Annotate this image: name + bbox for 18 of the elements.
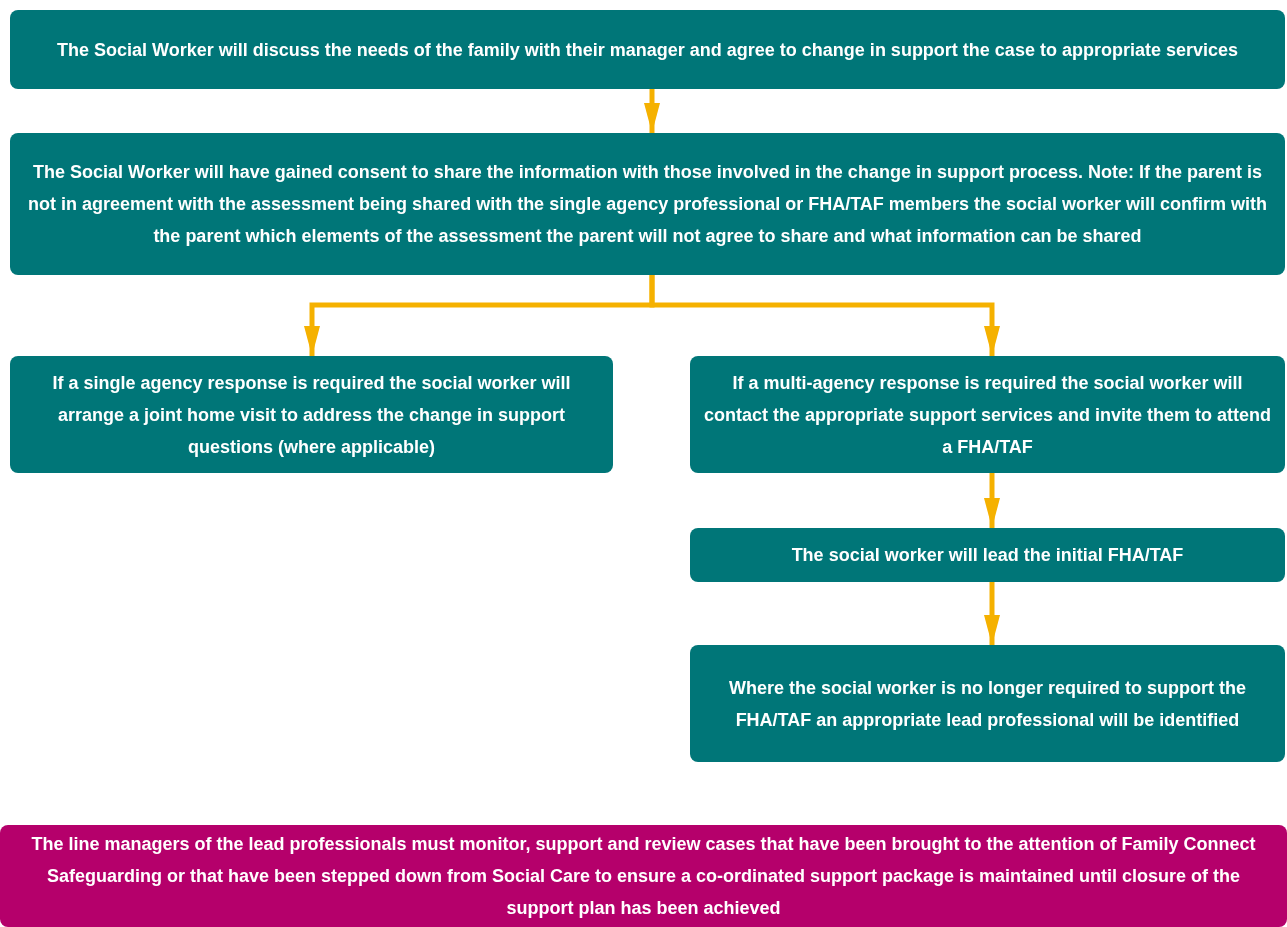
step-text: If a single agency response is required the social worker will arrange a joint home visit to address the change in support questions (where applicable) [51, 371, 572, 459]
arrow [984, 582, 1000, 645]
step-text: The Social Worker will discuss the needs of the family with their manager and agree to change in support the case to appropriate services [57, 38, 1238, 62]
step-text: The Social Worker will have gained consent to share the information with those involved in the change in support process. Note: If the parent is not in agreement with the assessment being shared with the single agency professional or FHA/TAF members the social worker will confirm with the parent which elements of the assessment the parent will not agree to share and what information can be shared [27, 161, 1268, 248]
process-box [10, 133, 1285, 275]
step-text: Where the social worker is no longer required to support the FHA/TAF an appropriate lead professional will be identified [727, 676, 1248, 732]
process-box [10, 356, 613, 473]
process-box [0, 825, 1287, 927]
process-box [690, 645, 1285, 762]
process-box [10, 10, 1285, 89]
arrow [984, 473, 1000, 528]
step-text: The social worker will lead the initial FHA/TAF [791, 544, 1184, 567]
step-text: The line managers of the lead professionals must monitor, support and review cases that have been brought to the attention of Family Connect Safeguarding or that have been stepped down from Social Care to ensure a co-ordinated support package is maintained until closure of the support plan has been achieved [30, 833, 1257, 920]
arrow [644, 89, 660, 133]
step-text: If a multi-agency response is required the social worker will contact the appropriate support services and invite them to attend a FHA/TAF [702, 371, 1273, 459]
process-box [690, 356, 1285, 473]
arrow [649, 275, 1000, 356]
process-box [690, 528, 1285, 582]
